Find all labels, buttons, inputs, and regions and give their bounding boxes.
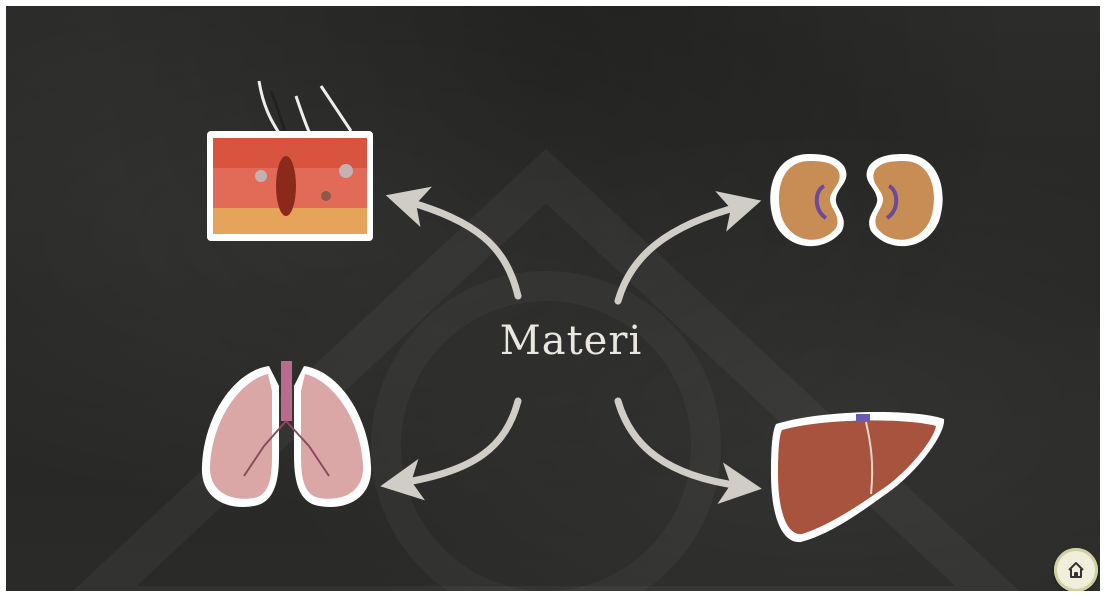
home-button[interactable]	[1054, 548, 1098, 591]
chalkboard-background: Materi	[6, 6, 1100, 591]
arrow-to-lungs	[401, 401, 518, 483]
page-title: Materi	[476, 318, 666, 364]
arrow-to-skin	[406, 201, 518, 296]
liver-icon[interactable]	[766, 404, 951, 553]
lungs-icon[interactable]	[194, 356, 379, 520]
arrow-to-kidney	[618, 206, 741, 301]
arrow-to-liver	[618, 401, 741, 486]
home-icon	[1066, 560, 1086, 580]
kidneys-icon[interactable]	[764, 146, 949, 265]
skin-cross-section-icon[interactable]	[201, 76, 381, 250]
